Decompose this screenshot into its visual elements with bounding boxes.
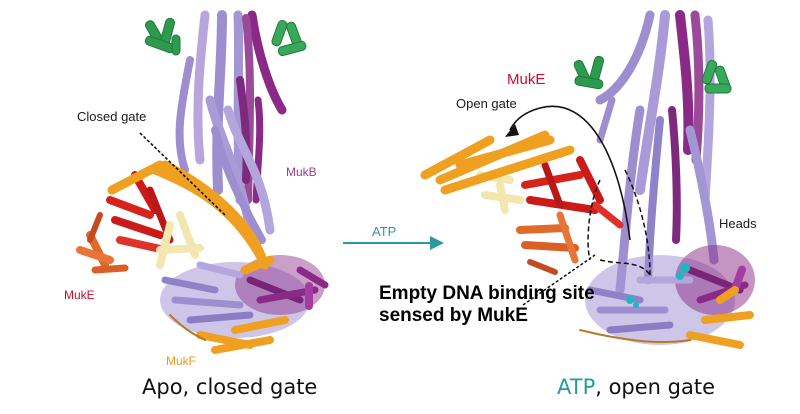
left-caption: Apo, closed gate <box>142 375 318 399</box>
right-heads-label: Heads <box>719 216 757 231</box>
right-gate-arrowhead <box>505 124 519 137</box>
left-mukf-gate-helices <box>107 160 275 275</box>
atp-arrow <box>343 236 444 250</box>
right-gate-motion-arrow <box>509 105 631 241</box>
left-mukb-label: MukB <box>286 165 317 179</box>
left-green-domain-2 <box>271 20 307 57</box>
right-mukf-gate-helices <box>420 130 575 195</box>
right-green-domain-2 <box>701 59 732 94</box>
right-muke-label: MukE <box>507 71 546 88</box>
right-mukf-bottom <box>579 286 754 349</box>
right-green-domain-1 <box>573 55 605 90</box>
left-structure <box>76 10 329 354</box>
left-green-domain-1 <box>144 17 181 56</box>
right-open-gate-label: Open gate <box>456 96 517 111</box>
atp-arrow-label: ATP <box>372 224 397 239</box>
right-caption-atp: ATP <box>557 375 596 399</box>
right-mukb-heads <box>585 245 755 345</box>
right-dna-site-outline <box>587 169 651 276</box>
left-mukf-bottom <box>169 314 289 354</box>
left-closed-gate-label: Closed gate <box>77 109 147 124</box>
left-muke-structure <box>76 171 174 274</box>
right-caption: ATP, open gate <box>557 377 715 398</box>
left-mukb-coiled-coil <box>175 10 287 244</box>
right-dna-site-note: Empty DNA binding site sensed by MukE <box>379 283 595 326</box>
right-structure <box>420 10 755 349</box>
right-mukb-coiled-coil <box>595 10 719 295</box>
right-caption-rest: , open gate <box>595 375 716 399</box>
left-muke-label: MukE <box>64 288 95 302</box>
left-mukf-label: MukF <box>166 354 196 368</box>
left-mukf-pale-domain <box>156 211 204 269</box>
right-muke-structure <box>516 156 624 275</box>
